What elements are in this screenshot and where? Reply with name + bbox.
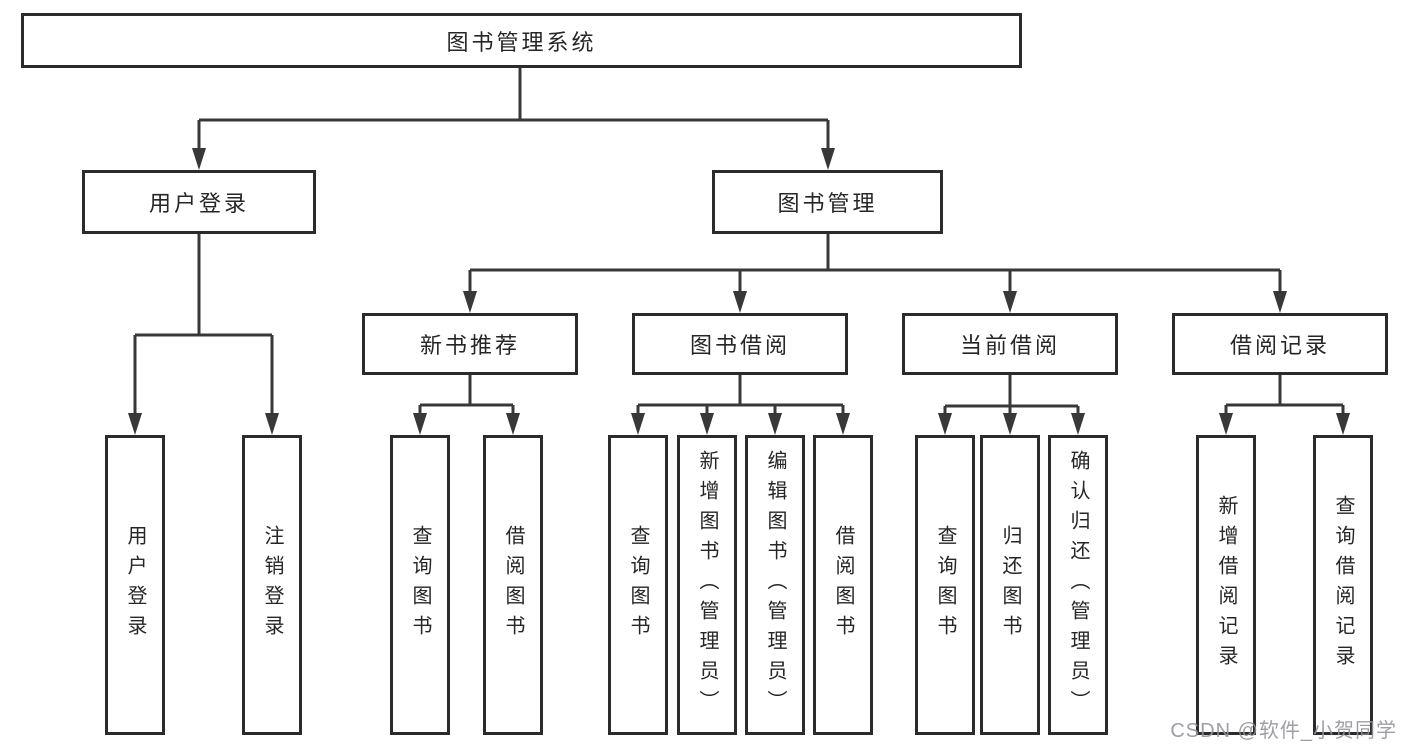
leaf-query-books-recommend: 查询图书 — [390, 435, 450, 735]
csdn-watermark: CSDN @软件_小贺同学 — [1170, 720, 1397, 742]
leaf-add-book-admin: 新增图书（管理员） — [677, 435, 737, 735]
leaf-return-book-label: 归还图书 — [999, 525, 1021, 645]
leaf-query-books-borrowing: 查询图书 — [608, 435, 668, 735]
node-current-borrowing-label: 当前借阅 — [959, 333, 1060, 358]
leaf-add-borrow-record-label: 新增借阅记录 — [1215, 495, 1237, 675]
node-library-system-label: 图书管理系统 — [446, 29, 597, 55]
leaf-borrow-books-label: 借阅图书 — [832, 525, 854, 645]
node-library-system: 图书管理系统 — [21, 13, 1022, 68]
leaf-query-books-borrowing-label: 查询图书 — [627, 525, 649, 645]
node-borrowing-records: 借阅记录 — [1172, 313, 1388, 375]
leaf-confirm-return-admin-label: 确认归还（管理员） — [1067, 450, 1089, 720]
leaf-user-login: 用户登录 — [105, 435, 165, 735]
node-borrowing-records-label: 借阅记录 — [1229, 333, 1330, 358]
leaf-borrow-books: 借阅图书 — [813, 435, 873, 735]
node-current-borrowing: 当前借阅 — [902, 313, 1118, 375]
leaf-user-login-label: 用户登录 — [124, 525, 146, 645]
leaf-return-book: 归还图书 — [980, 435, 1040, 735]
leaf-borrow-books-recommend: 借阅图书 — [483, 435, 543, 735]
node-user-login-label: 用户登录 — [148, 191, 249, 216]
leaf-edit-book-admin-label: 编辑图书（管理员） — [764, 450, 786, 720]
leaf-confirm-return-admin: 确认归还（管理员） — [1048, 435, 1108, 735]
leaf-query-books-current: 查询图书 — [915, 435, 975, 735]
node-book-borrowing: 图书借阅 — [632, 313, 848, 375]
node-new-book-recommend: 新书推荐 — [362, 313, 578, 375]
leaf-add-borrow-record: 新增借阅记录 — [1196, 435, 1256, 735]
leaf-query-books-current-label: 查询图书 — [934, 525, 956, 645]
leaf-logout-label: 注销登录 — [261, 525, 283, 645]
leaf-query-borrow-record-label: 查询借阅记录 — [1332, 495, 1354, 675]
leaf-query-borrow-record: 查询借阅记录 — [1313, 435, 1373, 735]
node-book-management-label: 图书管理 — [777, 191, 878, 216]
node-new-book-recommend-label: 新书推荐 — [419, 333, 520, 358]
leaf-add-book-admin-label: 新增图书（管理员） — [696, 450, 718, 720]
node-book-management: 图书管理 — [712, 170, 943, 234]
leaf-query-books-recommend-label: 查询图书 — [409, 525, 431, 645]
leaf-edit-book-admin: 编辑图书（管理员） — [745, 435, 805, 735]
node-book-borrowing-label: 图书借阅 — [689, 333, 790, 358]
leaf-borrow-books-recommend-label: 借阅图书 — [502, 525, 524, 645]
leaf-logout: 注销登录 — [242, 435, 302, 735]
node-user-login: 用户登录 — [82, 170, 316, 234]
